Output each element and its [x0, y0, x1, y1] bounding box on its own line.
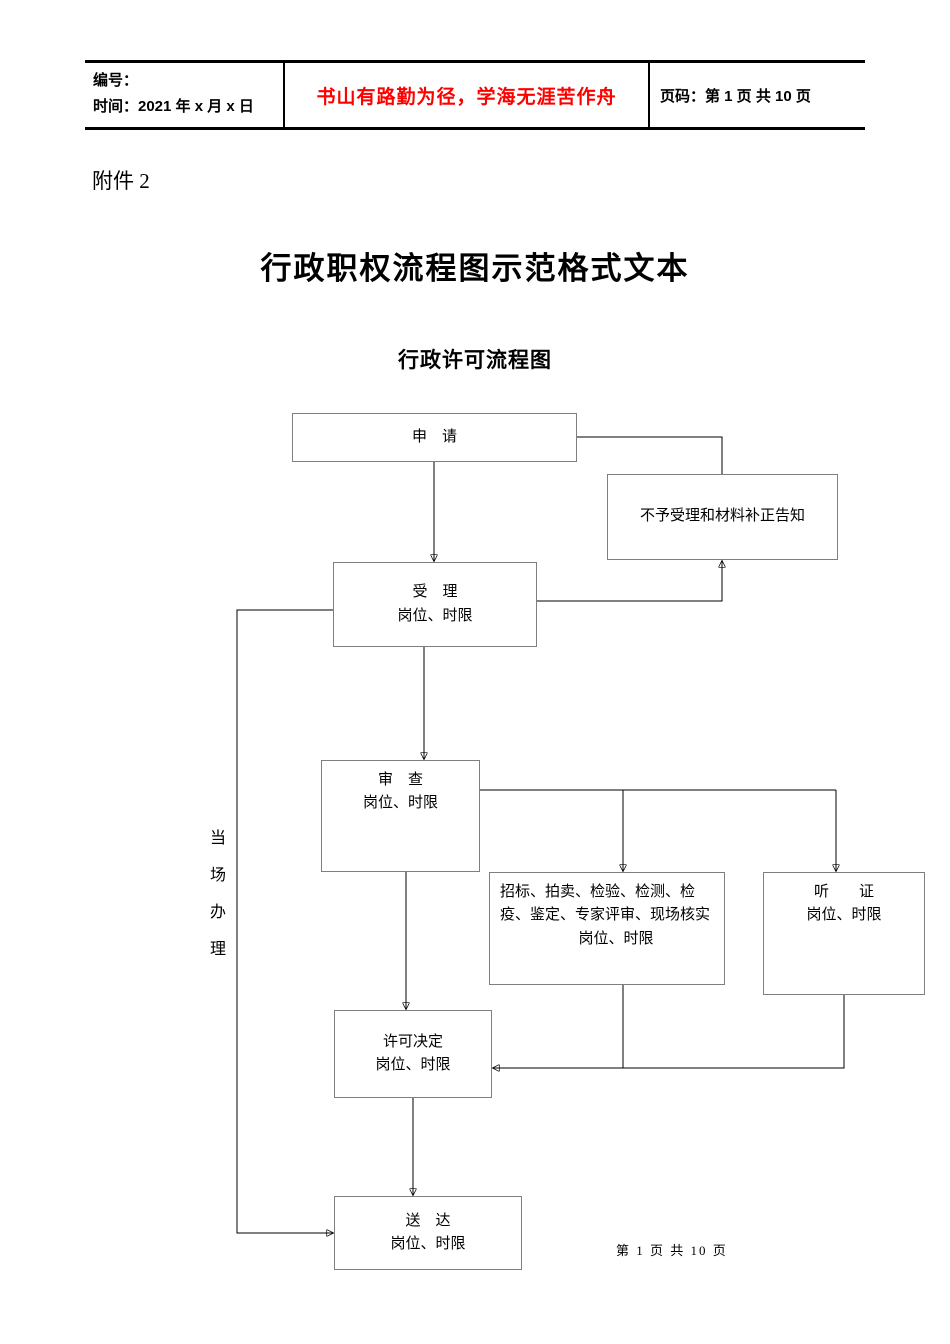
header-motto-cell: 书山有路勤为径，学海无涯苦作舟 — [283, 63, 650, 127]
header-number-label: 编号： — [93, 72, 139, 89]
node-decision-sub: 岗位、时限 — [375, 1057, 451, 1073]
node-apply-title: 申 请 — [411, 428, 457, 445]
document-title: 行政职权流程图示范格式文本 — [260, 251, 690, 286]
node-review: 审 查 岗位、时限 — [321, 760, 480, 872]
page-header-table: 编号： 时间：2021 年 x 月 x 日 书山有路勤为径，学海无涯苦作舟 页码… — [85, 60, 865, 130]
node-delivery: 送 达 岗位、时限 — [334, 1196, 522, 1270]
footer-page-number: 第 1 页 共 10 页 — [616, 1243, 728, 1258]
flowchart-title: 行政许可流程图 — [398, 349, 552, 372]
node-delivery-sub: 岗位、时限 — [390, 1236, 466, 1252]
connector-apply-reject — [577, 436, 723, 474]
header-page-info: 页码：第 1 页 共 10 页 — [660, 87, 811, 105]
node-accept-title: 受 理 — [412, 584, 458, 601]
node-review-sub: 岗位、时限 — [362, 795, 438, 812]
node-delivery-title: 送 达 — [405, 1212, 451, 1229]
node-accept: 受 理 岗位、时限 — [333, 562, 537, 647]
node-special-procedures: 招标、拍卖、检验、检测、检疫、鉴定、专家评审、现场核实 岗位、时限 — [489, 872, 725, 985]
node-decision: 许可决定 岗位、时限 — [334, 1010, 492, 1098]
node-reject-title: 不予受理和材料补正告知 — [639, 508, 805, 525]
connector-hearing-decision — [493, 995, 845, 1068]
onsite-processing-label: 当场办理 — [209, 830, 226, 958]
node-hearing: 听 证 岗位、时限 — [763, 872, 925, 995]
node-apply: 申 请 — [292, 413, 577, 462]
connector-accept-delivery-onsite — [236, 609, 333, 1233]
node-reject-notice: 不予受理和材料补正告知 — [607, 474, 838, 560]
node-hearing-sub: 岗位、时限 — [806, 907, 882, 924]
header-left-cell: 编号： 时间：2021 年 x 月 x 日 — [85, 63, 283, 127]
header-page-cell: 页码：第 1 页 共 10 页 — [650, 63, 865, 127]
node-accept-sub: 岗位、时限 — [397, 607, 473, 624]
node-special-sub: 岗位、时限 — [578, 930, 654, 947]
node-special-title: 招标、拍卖、检验、检测、检疫、鉴定、专家评审、现场核实 — [500, 884, 711, 924]
node-decision-title: 许可决定 — [382, 1033, 443, 1050]
attachment-label: 附件 2 — [92, 169, 150, 193]
connector-accept-reject — [537, 561, 722, 602]
node-review-title: 审 查 — [377, 772, 423, 788]
header-motto-text: 书山有路勤为径，学海无涯苦作舟 — [316, 86, 617, 108]
header-time-label: 时间：2021 年 x 月 x 日 — [93, 98, 254, 116]
node-hearing-title: 听 证 — [813, 884, 874, 900]
